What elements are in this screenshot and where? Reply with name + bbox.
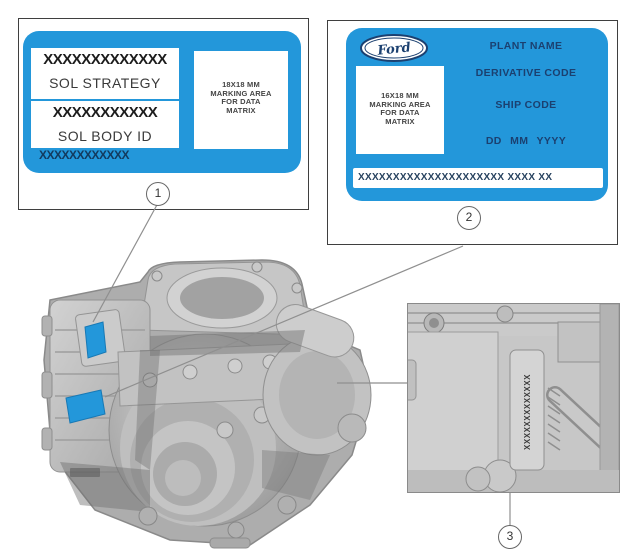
label1-strategy-caption: SOL STRATEGY	[49, 75, 161, 91]
label1-serial-row: XXXXXXXXXXXX	[39, 148, 130, 162]
label2-serial-row: XXXXXXXXXXXXXXXXXXXXX XXXX XX	[353, 168, 603, 188]
callout-3-badge: 3	[498, 525, 522, 549]
label2-matrix-line2: MARKING AREA	[369, 99, 431, 109]
label1-bodyid-box: XXXXXXXXXXX SOL BODY ID	[31, 101, 179, 148]
callout-1-badge: 1	[146, 182, 170, 206]
transaxle-render	[41, 259, 372, 549]
detail3-frame	[407, 303, 620, 493]
ford-logo-script: Ford	[376, 40, 412, 58]
label1-matrix-line3: FOR DATA	[221, 97, 261, 106]
callout-2-badge: 2	[457, 206, 481, 230]
label2-matrix-line4: MATRIX	[385, 116, 415, 126]
label2-data-matrix-area: 16X18 MM MARKING AREA FOR DATA MATRIX	[356, 66, 444, 154]
label2-plant-name: PLANT NAME	[489, 40, 563, 52]
label1-location-marker	[84, 321, 107, 359]
label1-frame: XXXXXXXXXXXXX SOL STRATEGY XXXXXXXXXXX S…	[18, 18, 309, 210]
label2-blue-label: Ford PLANT NAME DERIVATIVE CODE SHIP COD…	[346, 28, 608, 201]
label1-matrix-line4: MATRIX	[226, 105, 256, 115]
label2-matrix-line3: FOR DATA	[380, 108, 420, 117]
label2-frame: Ford PLANT NAME DERIVATIVE CODE SHIP COD…	[327, 20, 618, 245]
label1-bodyid-caption: SOL BODY ID	[57, 128, 153, 144]
label1-bodyid-code: XXXXXXXXXXX	[52, 104, 158, 121]
label2-date-format: DD MM YYYY	[485, 135, 567, 147]
label1-data-matrix-area: 18X18 MM MARKING AREA FOR DATA MATRIX	[194, 51, 288, 149]
label2-location-marker	[65, 389, 106, 424]
label2-ship-code: SHIP CODE	[495, 99, 557, 111]
label1-strategy-code: XXXXXXXXXXXXX	[43, 51, 167, 68]
label2-matrix-line1: 16X18 MM	[381, 91, 419, 100]
leader-line-1	[92, 202, 159, 323]
label1-strategy-box: XXXXXXXXXXXXX SOL STRATEGY	[31, 48, 179, 99]
label1-matrix-line2: MARKING AREA	[210, 88, 272, 98]
label1-matrix-line1: 18X18 MM	[222, 80, 260, 89]
label1-blue-label: XXXXXXXXXXXXX SOL STRATEGY XXXXXXXXXXX S…	[23, 31, 301, 173]
ford-logo-icon: Ford	[360, 34, 428, 62]
label2-derivative-code: DERIVATIVE CODE	[475, 67, 577, 79]
